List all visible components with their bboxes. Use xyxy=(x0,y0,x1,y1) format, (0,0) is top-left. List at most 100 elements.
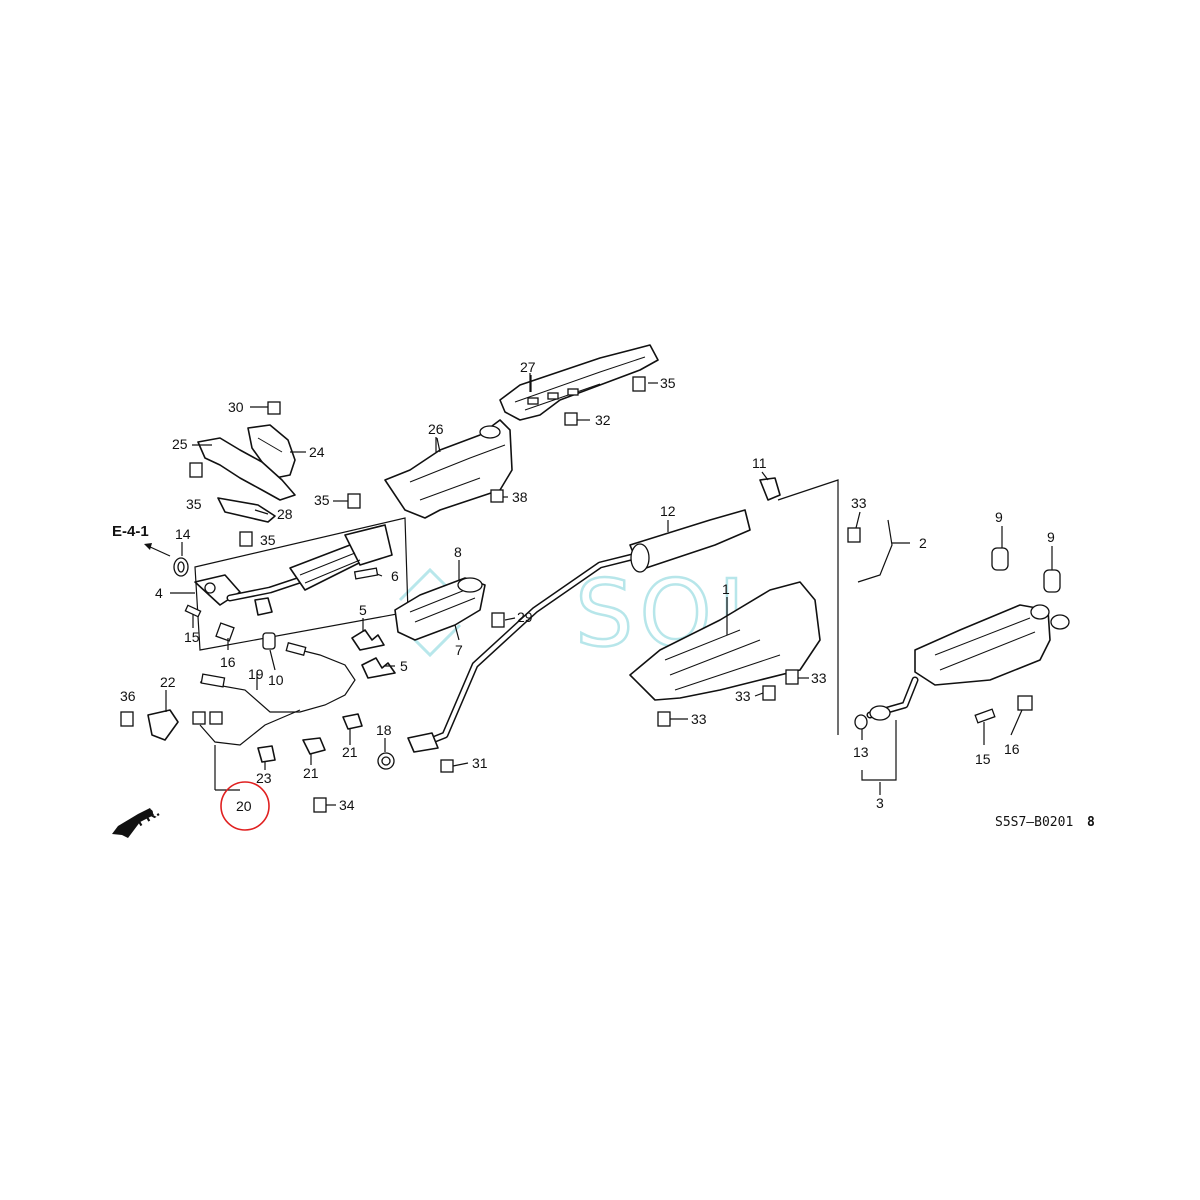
bolt-6 xyxy=(353,567,379,580)
part-label: 32 xyxy=(595,412,611,428)
front-pipe-4 xyxy=(194,517,409,651)
bolt-33-c xyxy=(785,669,799,685)
part-label: 29 xyxy=(517,609,533,625)
stud-15-right xyxy=(974,708,996,724)
reference-e41: E-4-1 xyxy=(112,523,171,557)
gasket-13 xyxy=(854,714,868,730)
part-label: 33 xyxy=(851,495,867,511)
part-label: 33 xyxy=(691,711,707,727)
part-label: 27 xyxy=(520,359,536,375)
part-label: 15 xyxy=(184,629,200,645)
bracket-5-lower xyxy=(361,657,396,679)
part-label: 36 xyxy=(120,688,136,704)
oxygen-sensor-19 xyxy=(199,642,356,713)
part-label: 6 xyxy=(391,568,399,584)
part-label: 14 xyxy=(175,526,191,542)
part-label: 2 xyxy=(919,535,927,551)
stud-15-left xyxy=(184,604,202,618)
bolt-36 xyxy=(120,711,134,727)
bolt-31 xyxy=(440,759,454,773)
nut-16-left xyxy=(215,622,235,642)
part-label: 16 xyxy=(220,654,236,670)
part-label: 9 xyxy=(995,509,1003,525)
part-label: 15 xyxy=(975,751,991,767)
bolt-30 xyxy=(267,401,281,415)
part-label: 10 xyxy=(268,672,284,688)
oxygen-sensor-20 xyxy=(192,709,301,746)
part-label: 33 xyxy=(735,688,751,704)
part-label: 30 xyxy=(228,399,244,415)
part-label: 35 xyxy=(186,496,202,512)
part-label: 21 xyxy=(342,744,358,760)
part-label: 35 xyxy=(314,492,330,508)
heat-shield-26 xyxy=(384,419,513,519)
manifold-shield-24 xyxy=(247,424,296,479)
highlight-circle xyxy=(220,781,270,831)
leader-lines xyxy=(165,375,1053,806)
part-label: 24 xyxy=(309,444,325,460)
front-label: FR. xyxy=(133,803,162,830)
part-label: 25 xyxy=(172,436,188,452)
drawing-code-suffix: 8 xyxy=(1087,815,1095,830)
gasket-14 xyxy=(173,557,189,577)
part-label: 18 xyxy=(376,722,392,738)
drawing-code-text: S5S7—B0201 xyxy=(995,815,1073,830)
muffler-3 xyxy=(866,604,1070,721)
bracket-11 xyxy=(759,477,781,501)
front-direction-arrow: FR. xyxy=(112,803,163,838)
part-label: 13 xyxy=(853,744,869,760)
part-label: 3 xyxy=(876,795,884,811)
part-label: 7 xyxy=(455,642,463,658)
clip-23 xyxy=(257,745,276,763)
reference-label: E-4-1 xyxy=(112,523,149,540)
part-label-highlighted: 20 xyxy=(236,798,252,814)
part-label: 5 xyxy=(359,602,367,618)
gasket-10 xyxy=(262,632,276,650)
clip-21-left xyxy=(302,737,326,755)
clip-21-right xyxy=(342,713,363,730)
bracket-22 xyxy=(147,709,179,741)
rubber-mount-9-left xyxy=(991,547,1009,571)
bolt-35-d xyxy=(632,376,646,392)
nut-32 xyxy=(564,412,578,426)
part-label: 4 xyxy=(155,585,163,601)
nut-16-right xyxy=(1017,695,1033,711)
manifold-shield-25 xyxy=(197,437,296,501)
part-label: 35 xyxy=(660,375,676,391)
part-label: 34 xyxy=(339,797,355,813)
part-label: 16 xyxy=(1004,741,1020,757)
part-label: 35 xyxy=(260,532,276,548)
outline-box xyxy=(777,479,839,735)
middle-pipe-12 xyxy=(407,509,751,753)
catalytic-converter-7 xyxy=(394,577,486,641)
heat-shield-27 xyxy=(499,344,659,421)
part-label: 23 xyxy=(256,770,272,786)
part-label: 5 xyxy=(400,658,408,674)
part-label: 9 xyxy=(1047,529,1055,545)
gasket-18 xyxy=(377,752,395,770)
part-label: 19 xyxy=(248,666,264,682)
rubber-mount-9-right xyxy=(1043,569,1061,593)
part-label: 38 xyxy=(512,489,528,505)
bolt-34 xyxy=(313,797,327,813)
bolt-35-a xyxy=(189,462,203,478)
bracket-5-upper xyxy=(351,629,385,651)
gasket-28 xyxy=(217,497,276,523)
bolt-33-b xyxy=(762,685,776,701)
part-label: 11 xyxy=(752,455,767,471)
bolt-33-d xyxy=(657,711,671,727)
nut-38 xyxy=(490,489,504,503)
part-label: 8 xyxy=(454,544,462,560)
hanger-2 xyxy=(857,519,893,583)
part-label: 21 xyxy=(303,765,319,781)
drawing-code: S5S7—B0201 8 xyxy=(995,815,1095,830)
part-label: 1 xyxy=(722,581,730,597)
part-label: 26 xyxy=(428,421,444,437)
bolt-35-c xyxy=(347,493,361,509)
part-label: 22 xyxy=(160,674,176,690)
part-label: 12 xyxy=(660,503,676,519)
part-label: 33 xyxy=(811,670,827,686)
part-label: 31 xyxy=(472,755,488,771)
bolt-29 xyxy=(491,612,505,628)
